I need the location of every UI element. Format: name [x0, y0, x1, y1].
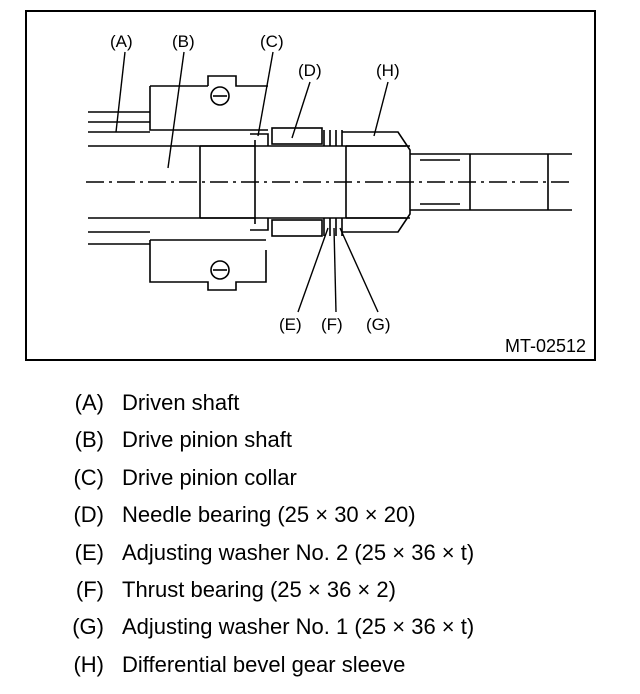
legend-item: (G) Adjusting washer No. 1 (25 × 36 × t): [0, 608, 640, 645]
leader-c: [257, 51, 274, 137]
legend-key: (H): [73, 651, 104, 677]
leader-b: [167, 51, 185, 169]
legend-key: (A): [74, 390, 104, 415]
legend-key: (E): [74, 539, 104, 565]
legend-key: (C): [73, 464, 104, 490]
legend-item: (D) Needle bearing (25 × 30 × 20): [0, 496, 640, 533]
shaft-assembly-diagram: (A) (B) (C) (D) (H) (E) (F) (G) MT-02512: [25, 10, 596, 361]
legend-text: Differential bevel gear sleeve: [122, 651, 406, 677]
callout-a: (A): [110, 32, 133, 51]
drive-pinion-collar: [250, 133, 269, 231]
diagram-frame: [25, 10, 596, 361]
callout-c: (C): [260, 32, 284, 51]
legend-key: (B): [74, 427, 104, 453]
upper-bearing-block: [149, 75, 268, 131]
washer-stack: [323, 130, 343, 236]
legend-key: (D): [73, 502, 104, 528]
lower-bearing-block: [149, 239, 267, 291]
lower-bolt: [210, 260, 230, 280]
legend-item: (C) Drive pinion collar: [0, 459, 640, 496]
needle-bearing-upper: [271, 127, 323, 145]
legend-text: Needle bearing (25 × 30 × 20): [122, 502, 416, 528]
callout-f: (F): [321, 315, 343, 334]
leader-e: [297, 227, 329, 313]
legend-item: (B) Drive pinion shaft: [0, 421, 640, 458]
legend-key: (F): [75, 576, 104, 602]
legend-text: Adjusting washer No. 2 (25 × 36 × t): [122, 539, 475, 565]
driven-shaft: [88, 111, 200, 245]
legend-text: Drive pinion shaft: [122, 427, 292, 453]
callout-d: (D): [298, 61, 322, 80]
legend-text: Driven shaft: [122, 390, 240, 415]
needle-bearing-lower: [271, 219, 323, 237]
parts-legend: (A) Driven shaft (B) Drive pinion shaft …: [0, 384, 640, 683]
callout-g: (G): [366, 315, 391, 334]
legend-item: (E) Adjusting washer No. 2 (25 × 36 × t): [0, 534, 640, 571]
callout-e: (E): [279, 315, 302, 334]
legend-text: Thrust bearing (25 × 36 × 2): [122, 576, 396, 602]
leader-h: [373, 81, 389, 137]
assembly-drawing: [88, 75, 572, 291]
legend-item: (F) Thrust bearing (25 × 36 × 2): [0, 571, 640, 608]
leader-f: [333, 227, 337, 313]
callout-b: (B): [172, 32, 195, 51]
leader-a: [115, 51, 126, 133]
leader-g: [339, 227, 379, 313]
legend-text: Adjusting washer No. 1 (25 × 36 × t): [122, 614, 475, 640]
legend-item: (A) Driven shaft: [0, 384, 640, 421]
legend-text: Drive pinion collar: [122, 464, 297, 490]
leader-lines: [115, 51, 389, 313]
callout-h: (H): [376, 61, 400, 80]
legend-key: (G): [72, 614, 104, 640]
legend-item: (H) Differential bevel gear sleeve: [0, 646, 640, 683]
leader-d: [291, 81, 311, 139]
figure-id: MT-02512: [505, 336, 586, 356]
upper-bolt: [210, 86, 230, 106]
